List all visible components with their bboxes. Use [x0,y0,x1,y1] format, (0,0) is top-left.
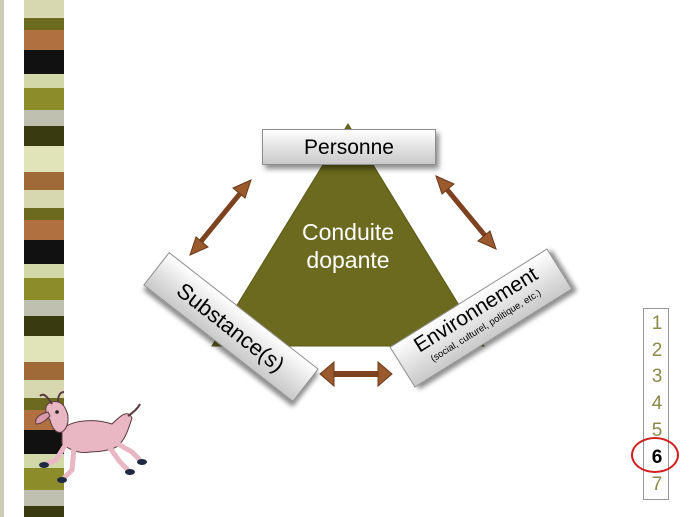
central-concept: Conduite dopante [268,218,428,274]
stripe-segment [24,30,64,50]
slide-number-2[interactable]: 2 [651,340,663,361]
slide-number-7[interactable]: 7 [651,474,663,495]
stripe-segment [24,336,64,362]
center-line-2: dopante [306,247,390,273]
stripe-segment [24,264,64,278]
stripe-segment [24,240,64,264]
decorative-stripe-column [24,0,64,517]
goat-illustration [35,391,147,483]
center-line-1: Conduite [301,219,395,245]
arrow-substance-environnement [319,360,393,388]
stripe-segment [24,278,64,300]
stripe-segment [24,506,64,517]
slide-number-4[interactable]: 4 [651,393,663,414]
personne-box: Personne [262,129,436,165]
slide-number-5[interactable]: 5 [651,420,663,441]
stripe-segment [24,208,64,220]
stripe-segment [24,74,64,88]
stripe-segment [24,430,64,454]
central-triangle [211,123,485,347]
stripe-segment [24,380,64,398]
current-slide-highlight [631,437,679,473]
stripe-segment [24,110,64,126]
stripe-segment [24,126,64,146]
stripe-segment [24,454,64,468]
arrow-personne-environnement [435,175,497,250]
stripe-segment [24,50,64,74]
stripe-segment [24,490,64,506]
arrow-personne-substance [189,179,252,256]
stripe-segment [24,146,64,172]
slide-number-3[interactable]: 3 [651,366,663,387]
stripe-segment [24,468,64,490]
stripe-segment [24,300,64,316]
slide-number-1[interactable]: 1 [651,313,663,334]
stripe-segment [24,18,64,30]
stripe-segment [24,88,64,110]
stripe-segment [24,190,64,208]
stripe-segment [24,0,64,18]
stripe-segment [24,220,64,240]
stripe-segment [24,316,64,336]
stripe-segment [24,362,64,380]
stripe-segment [24,172,64,190]
left-edge-bar [0,0,4,517]
